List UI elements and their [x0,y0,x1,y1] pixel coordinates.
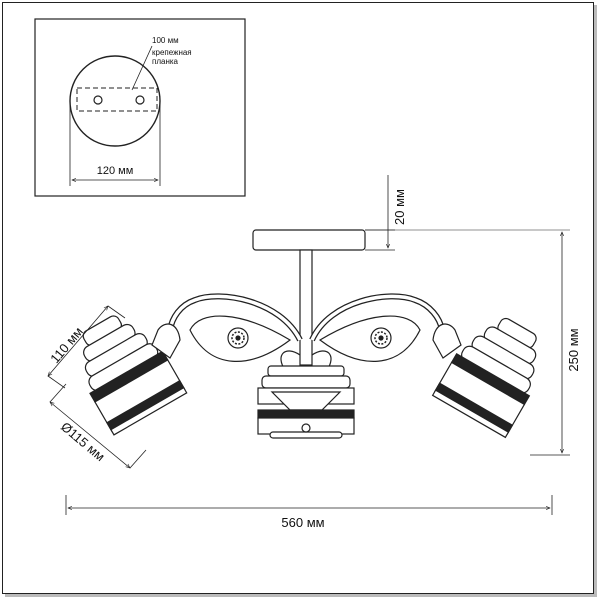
label-100mm: 100 мм [152,36,179,45]
label-mounting-plate-2: планка [152,57,179,66]
dim-height-base: 20 мм [365,175,407,251]
screw-hole [93,95,103,105]
label-diameter-115mm: Ø115 мм [58,419,108,464]
leader-line [131,45,153,91]
screw-hole [135,95,145,105]
label-mounting-plate-1: крепежная [152,48,192,57]
label-250mm: 250 мм [566,328,581,371]
label-120mm: 120 мм [97,165,134,177]
shade-right [431,317,537,439]
center-rod [299,249,313,366]
ceiling-canopy [252,229,366,251]
label-110mm: 110 мм [47,324,86,366]
drawing-frame [2,2,594,594]
dim-width-total: 560 мм [65,495,553,530]
mounting-strip [76,87,158,112]
label-560mm: 560 мм [281,515,324,530]
label-20mm: 20 мм [392,189,407,225]
leaf-ornament-right [318,315,421,362]
canopy-circle [69,55,161,147]
shade-left [82,315,188,436]
mounting-inset: 100 мм крепежная планка 120 мм [34,18,246,197]
shade-center [257,365,355,439]
chandelier [82,229,537,439]
dim-height-total: 250 мм [365,229,581,456]
